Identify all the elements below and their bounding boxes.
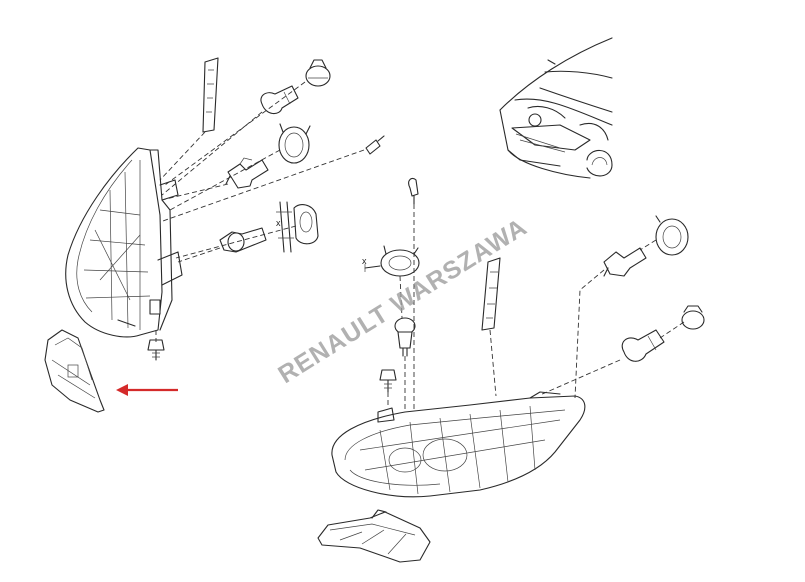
right-mounting-screw	[379, 369, 397, 393]
right-leader-lines	[387, 204, 685, 412]
left-dimension-label: x	[276, 218, 281, 228]
left-fastening-strip	[202, 57, 219, 133]
left-mounting-screw	[147, 339, 165, 361]
left-small-bulb	[365, 135, 385, 155]
left-leader-lines	[155, 81, 365, 342]
right-fastening-strip	[481, 257, 501, 331]
right-bulb-socket-ring	[655, 215, 689, 256]
right-indicator-bulb	[621, 329, 665, 362]
left-bulb-cap	[293, 204, 319, 245]
car-front-inset	[499, 37, 613, 179]
right-dimension-x-marker: x	[362, 256, 381, 272]
left-headlight-housing	[65, 147, 183, 338]
left-dimension-x-marker: x	[276, 201, 294, 253]
left-bulb-socket-top	[305, 59, 331, 87]
right-headlamp-bulb-small	[603, 247, 647, 277]
right-side-marker-lamp	[317, 509, 431, 563]
left-indicator-bulb	[260, 85, 299, 115]
right-top-small-bulb	[408, 177, 419, 205]
right-headlamp-bulb	[394, 317, 416, 357]
right-bulb-cover-ring	[380, 245, 420, 277]
left-side-marker-lamp	[44, 329, 105, 413]
left-headlamp-bulb-upper	[225, 157, 269, 189]
right-dimension-label: x	[362, 256, 367, 266]
left-headlamp-bulb-lower	[219, 227, 267, 253]
right-headlight-housing	[331, 391, 586, 498]
pointer-arrow	[116, 384, 178, 396]
right-bulb-socket-bottom	[681, 305, 705, 330]
left-bulb-cover-ring	[278, 123, 311, 164]
